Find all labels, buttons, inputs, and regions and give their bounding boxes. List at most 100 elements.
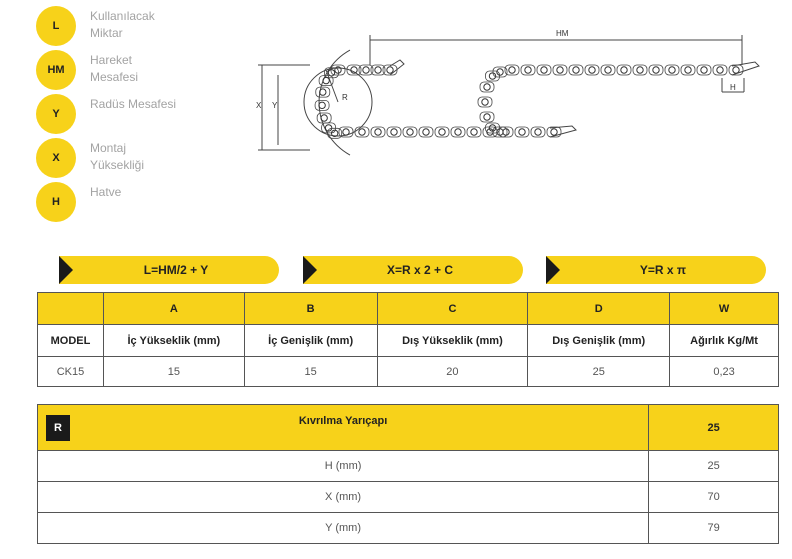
chain-link-pin bbox=[508, 66, 516, 74]
chain-link-plate bbox=[418, 126, 434, 138]
chain-link-pin bbox=[700, 66, 708, 74]
spec-table: A B C D W MODEL İç Yükseklik (mm) İç Gen… bbox=[37, 292, 779, 387]
chain-link-plate bbox=[632, 64, 648, 76]
chain-link-pin bbox=[502, 128, 510, 136]
chain-link-pin bbox=[488, 124, 497, 132]
spec-header-cell: İç Yükseklik (mm) bbox=[102, 324, 245, 357]
spec-value-cell: 15 bbox=[243, 356, 378, 387]
chain-link-pin bbox=[496, 68, 504, 76]
formula-ribbon-x: X=R x 2 + C bbox=[303, 256, 523, 284]
chain-link-plate bbox=[434, 126, 450, 138]
chain-link-pin bbox=[668, 66, 676, 74]
chain-link-pin bbox=[350, 66, 358, 74]
spec-value-cell: 20 bbox=[376, 356, 529, 387]
chain-link-plate bbox=[616, 64, 632, 76]
chain-link-pin bbox=[390, 128, 398, 136]
chain-link-pin bbox=[374, 128, 382, 136]
spec-value-cell: CK15 bbox=[37, 356, 104, 387]
chain-link-pin bbox=[534, 128, 542, 136]
table-row: H (mm) 25 bbox=[36, 450, 779, 482]
chain-link-plate bbox=[485, 70, 500, 82]
spec-letter-cell: A bbox=[102, 292, 245, 325]
chain-link-pin bbox=[684, 66, 692, 74]
formula-y: Y=R x π bbox=[639, 263, 687, 277]
chain-link-pin bbox=[572, 66, 580, 74]
bend-radius-circle bbox=[303, 67, 373, 137]
chain-link-pin bbox=[620, 66, 628, 74]
legend-item-h: H Hatve bbox=[36, 182, 236, 224]
chain-link-plate bbox=[680, 64, 696, 76]
spec-header-cell: İç Genişlik (mm) bbox=[243, 324, 378, 357]
chain-end-bracket bbox=[549, 125, 577, 138]
legend-label-x: Montaj Yüksekliği bbox=[90, 141, 145, 172]
spec-header-cell: Ağırlık Kg/Mt bbox=[669, 324, 779, 357]
chain-link-pin bbox=[483, 113, 491, 121]
chain-link-plate bbox=[504, 64, 520, 76]
legend-code-l: L bbox=[36, 6, 76, 46]
chain-link-plate bbox=[600, 64, 616, 76]
chain-link-plate bbox=[358, 64, 374, 76]
spec-header-cell: Dış Genişlik (mm) bbox=[527, 324, 671, 357]
chain-link-plate bbox=[318, 75, 334, 86]
chain-link-plate bbox=[370, 126, 386, 138]
chain-link-plate bbox=[477, 96, 493, 108]
radius-row-value: 25 bbox=[648, 450, 779, 482]
chain-link-pin bbox=[524, 66, 532, 74]
chain-link-plate bbox=[354, 126, 370, 138]
spec-header-cell: MODEL bbox=[37, 324, 104, 357]
ribbon-arrow-icon bbox=[59, 256, 73, 284]
chain-link-plate bbox=[370, 64, 386, 76]
x-label: X bbox=[256, 101, 262, 110]
chain-end-bracket bbox=[389, 59, 405, 76]
chain-link-pin bbox=[386, 66, 394, 74]
chain-link-pin bbox=[518, 128, 526, 136]
chain-link-pin bbox=[716, 66, 724, 74]
chain-link-plate bbox=[324, 67, 339, 79]
ribbon-arrow-icon bbox=[303, 256, 317, 284]
spec-letter-cell: B bbox=[243, 292, 378, 325]
chain-link-pin bbox=[588, 66, 596, 74]
outer-bend-guide bbox=[318, 49, 351, 156]
ribbon-arrow-icon bbox=[546, 256, 560, 284]
legend-label-h: Hatve bbox=[90, 185, 122, 199]
spec-letter-cell: C bbox=[376, 292, 529, 325]
chain-link-pin bbox=[322, 76, 330, 85]
table-row: Y (mm) 79 bbox=[36, 512, 779, 544]
chain-link-pin bbox=[319, 88, 327, 96]
h-label: H bbox=[730, 83, 736, 92]
r-label: R bbox=[342, 93, 348, 102]
formula-ribbon-y: Y=R x π bbox=[546, 256, 766, 284]
radius-row-value: 70 bbox=[648, 481, 779, 513]
chain-link-plate bbox=[712, 64, 728, 76]
spec-value-cell: 25 bbox=[527, 356, 671, 387]
chain-link-pin bbox=[496, 128, 504, 136]
chain-link-plate bbox=[402, 126, 418, 138]
radius-row-label: X (mm) bbox=[36, 481, 650, 513]
chain-link-pin bbox=[324, 124, 333, 132]
chain-link-plate bbox=[514, 126, 530, 138]
chain-link-plate bbox=[696, 64, 712, 76]
chain-link-plate bbox=[568, 64, 584, 76]
legend-code-h: H bbox=[36, 182, 76, 222]
chain-link-pin bbox=[422, 128, 430, 136]
chain-link-plate bbox=[546, 126, 562, 138]
spec-header-cell: Dış Yükseklik (mm) bbox=[376, 324, 529, 357]
legend-label-hm: Hareket Mesafesi bbox=[90, 53, 139, 84]
legend-item-hm: HM Hareket Mesafesi bbox=[36, 50, 236, 92]
chain-link-pin bbox=[438, 128, 446, 136]
chain-link-pin bbox=[320, 114, 328, 122]
radius-row-label: Y (mm) bbox=[36, 512, 650, 544]
chain-link-plate bbox=[492, 126, 508, 138]
legend-label-l: Kullanılacak Miktar bbox=[90, 9, 155, 40]
chain-link-pin bbox=[454, 128, 462, 136]
radius-title: Kıvrılma Yarıçapı bbox=[298, 415, 388, 427]
chain-link-plate bbox=[648, 64, 664, 76]
chain-link-pin bbox=[604, 66, 612, 74]
radius-row-label: H (mm) bbox=[36, 450, 650, 482]
chain-link-plate bbox=[386, 126, 402, 138]
chain-link-plate bbox=[584, 64, 600, 76]
chain-link-pin bbox=[636, 66, 644, 74]
table-row: X (mm) 70 bbox=[36, 481, 779, 513]
radius-value: 25 bbox=[648, 404, 779, 451]
legend-item-y: Y Radüs Mesafesi bbox=[36, 94, 236, 136]
